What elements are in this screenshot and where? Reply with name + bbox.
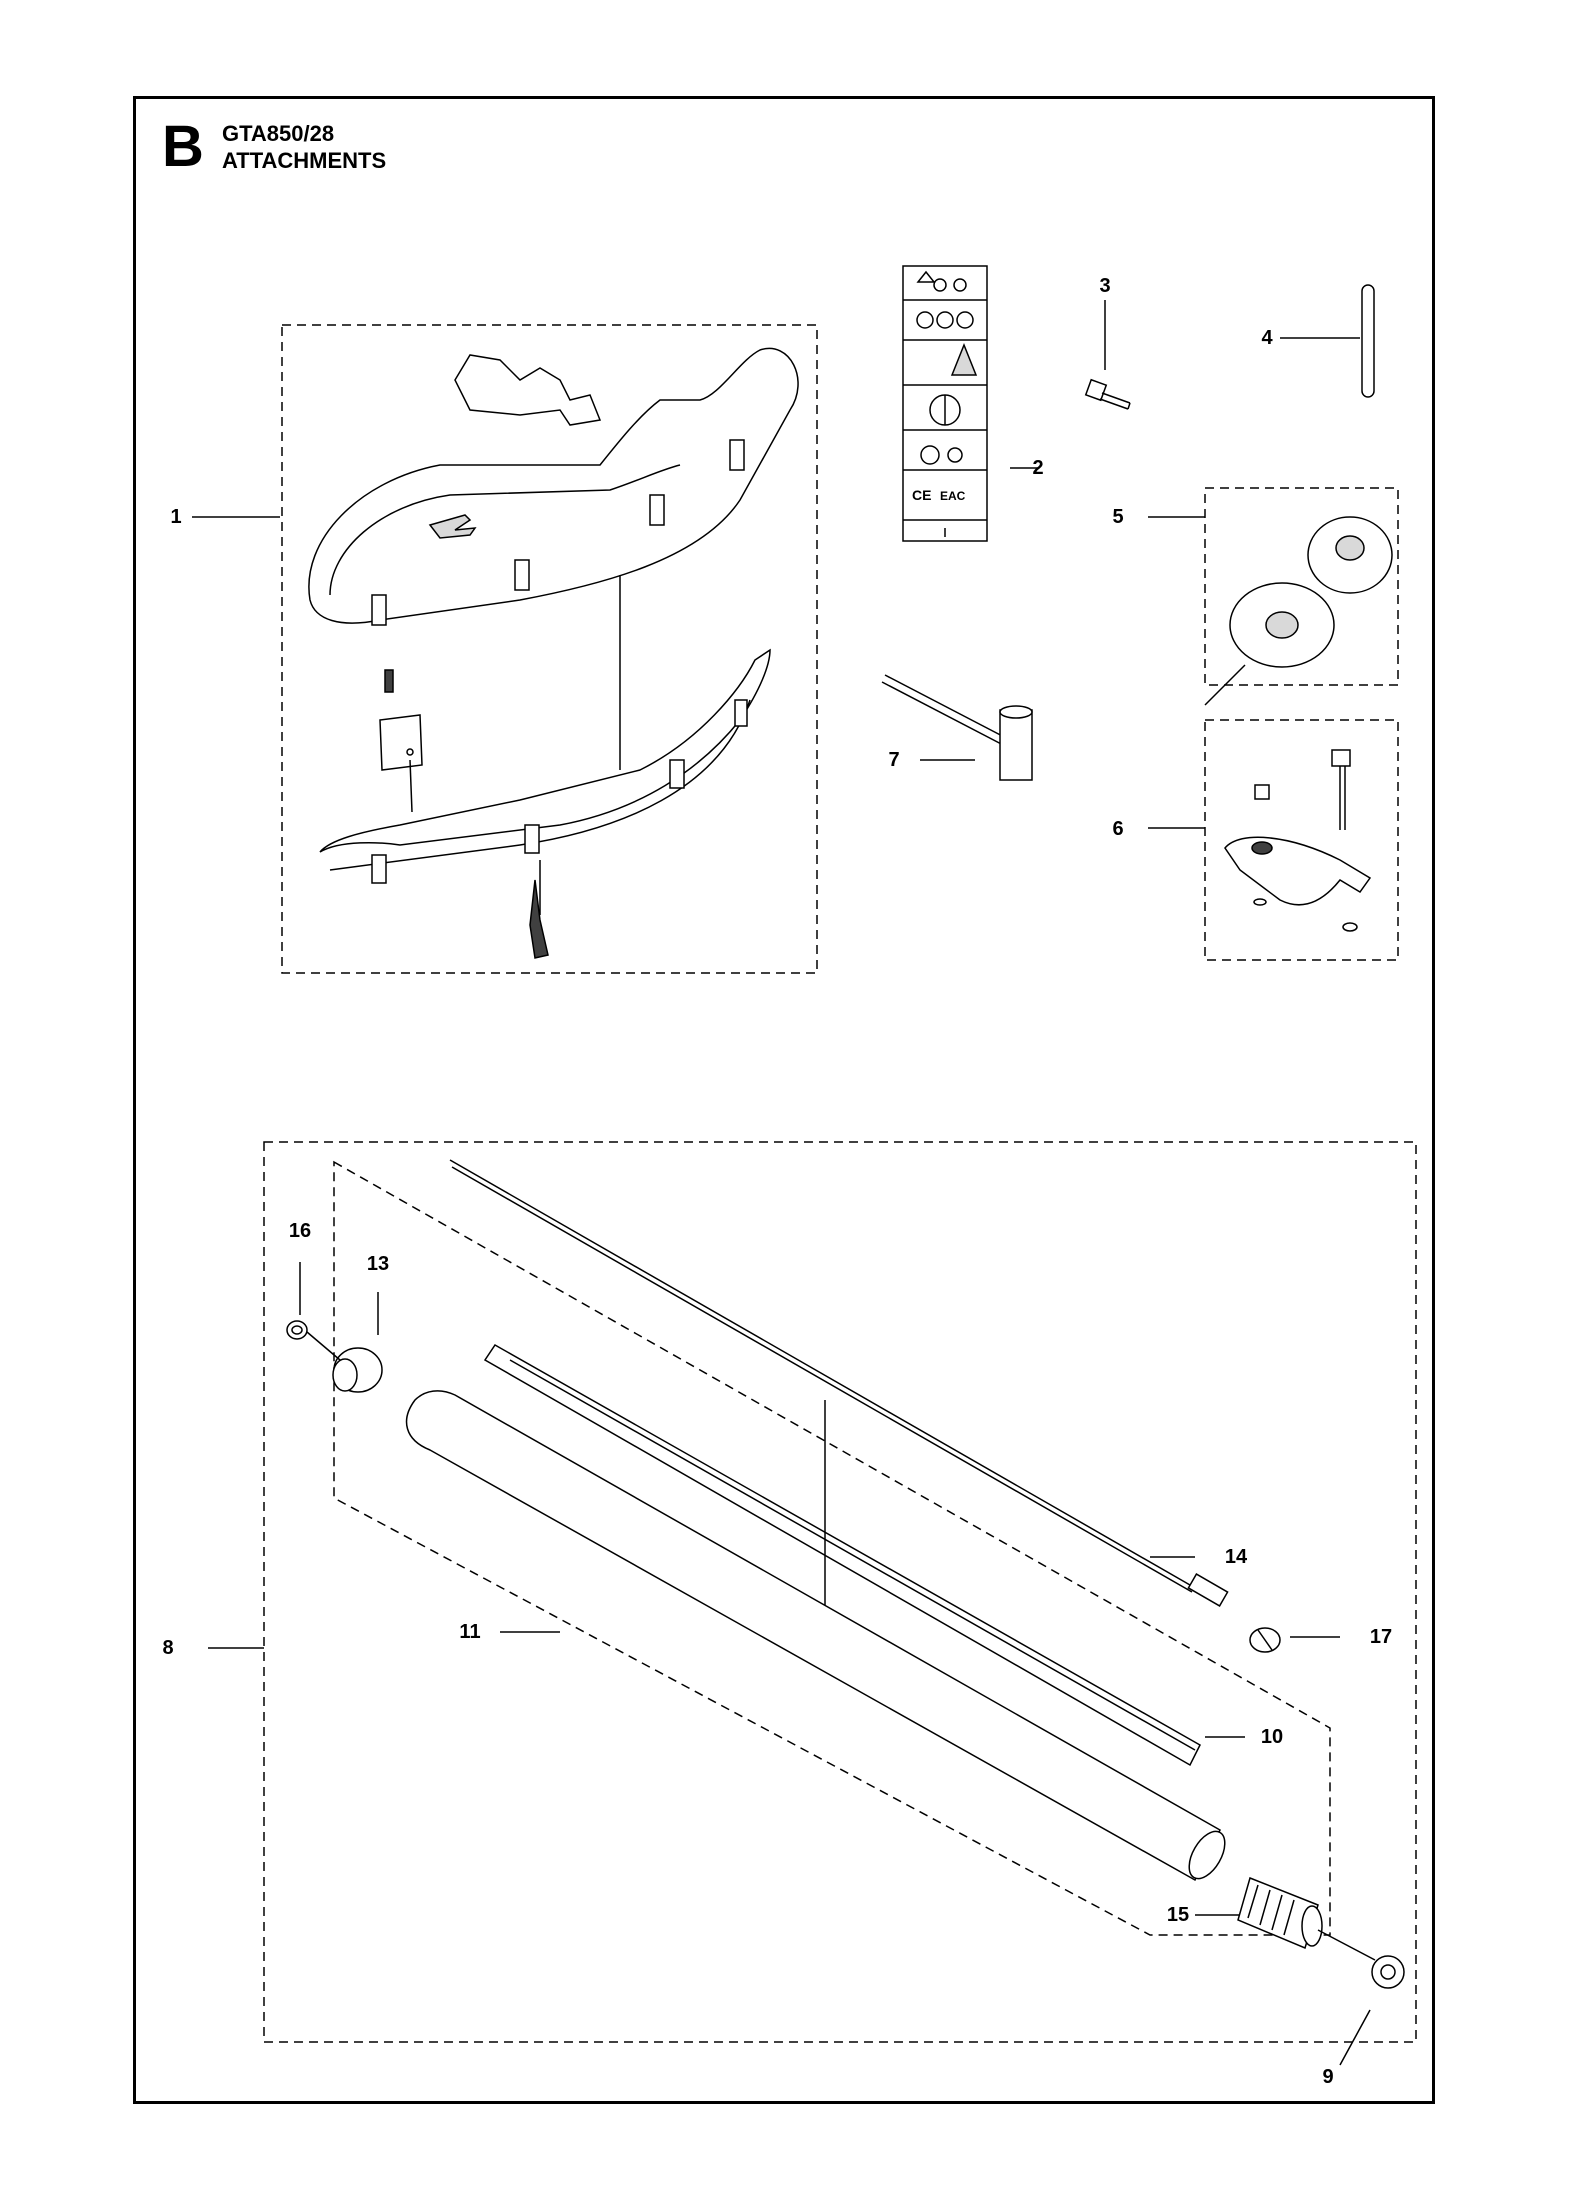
- callout-15: 15: [1166, 1904, 1190, 1926]
- ce-mark-text: CE: [912, 487, 931, 503]
- bracket: [1224, 749, 1372, 932]
- callout-9: 9: [1322, 2066, 1334, 2088]
- screw: [1084, 378, 1131, 410]
- callout-10: 10: [1260, 1726, 1284, 1748]
- callout-8: 8: [162, 1637, 174, 1659]
- model-name: GTA850/28: [222, 121, 335, 146]
- callout-14: 14: [1224, 1546, 1248, 1568]
- ring-16: [286, 1320, 341, 1361]
- callout-11: 11: [459, 1621, 481, 1643]
- callout-2: 2: [1032, 457, 1044, 479]
- callout-17: 17: [1369, 1626, 1393, 1648]
- shaft-liner: [483, 1344, 1201, 1767]
- wrench: [881, 674, 1033, 781]
- page-title: GTA850/28 ATTACHMENTS: [222, 120, 386, 174]
- group-box-1: [281, 324, 818, 974]
- shaft-tube: [405, 1390, 1226, 1882]
- bushing-13: [332, 1347, 383, 1393]
- page-frame: [133, 96, 1435, 2104]
- section-title: ATTACHMENTS: [222, 148, 387, 173]
- decal-label: CE EAC: [902, 265, 988, 542]
- section-letter: B: [162, 114, 204, 179]
- callout-5: 5: [1112, 506, 1124, 528]
- nut-17: [1249, 1627, 1281, 1653]
- coupling-15: [1237, 1876, 1376, 1961]
- callout-16: 16: [288, 1220, 312, 1242]
- eac-mark-text: EAC: [940, 489, 966, 503]
- nut-9: [1371, 1955, 1405, 1989]
- callout-7: 7: [888, 749, 900, 771]
- group-box-6: [1204, 719, 1399, 961]
- callout-4: 4: [1261, 327, 1273, 349]
- callout-13: 13: [366, 1253, 390, 1275]
- group-box-5: [1204, 487, 1399, 686]
- guard-upper: [308, 347, 799, 770]
- guard-lower: [319, 648, 771, 959]
- washers: [1229, 516, 1393, 668]
- callout-6: 6: [1112, 818, 1124, 840]
- drive-shaft: [449, 1159, 1229, 1607]
- group-box-shaft: [333, 1160, 1331, 1936]
- callout-3: 3: [1099, 275, 1111, 297]
- pin: [1361, 284, 1375, 398]
- callout-1: 1: [170, 506, 182, 528]
- group-box-8: [263, 1141, 1417, 2043]
